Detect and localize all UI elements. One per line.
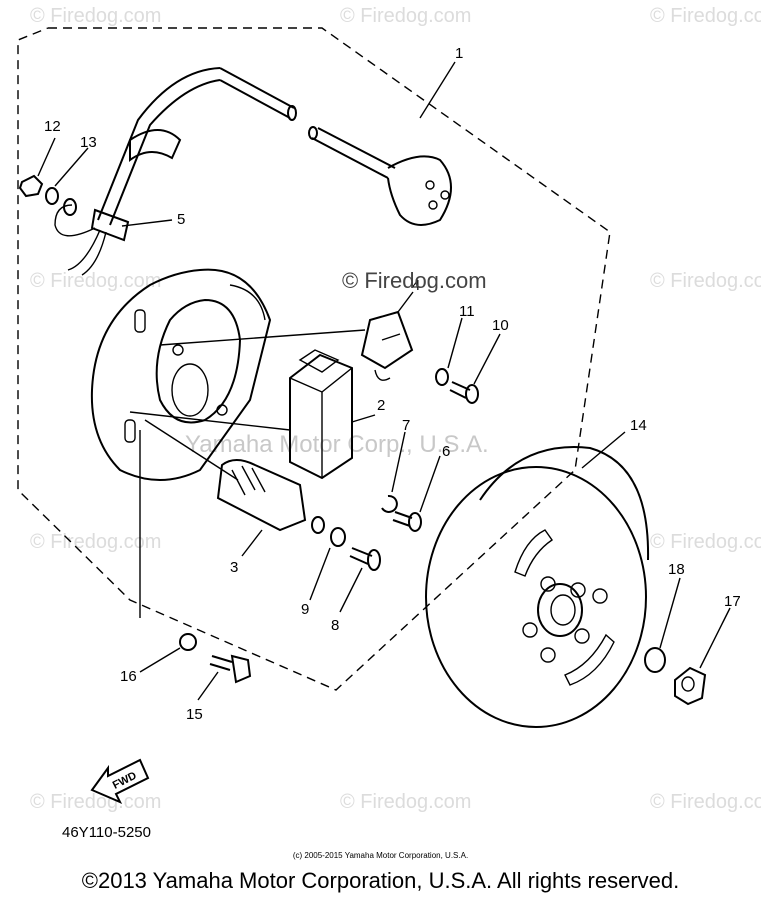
watermark-text: © Firedog.com [30, 5, 161, 27]
watermark-text: © Firedog.com [30, 791, 161, 813]
part-label-8: 8 [331, 617, 339, 634]
part-10-screw [449, 381, 479, 404]
part-3-source-coil [216, 459, 325, 534]
watermark-text: © Firedog.com [650, 5, 761, 27]
part-number-labels: 1 2 3 4 5 6 7 8 9 10 11 12 13 14 15 16 1… [44, 45, 741, 723]
part-16-washer [179, 633, 197, 651]
stator-base-plate [90, 268, 272, 481]
part-15-bolt [209, 654, 252, 684]
watermark-layer: © Firedog.com © Firedog.com © Firedog.co… [30, 5, 761, 813]
part-17-nut [674, 666, 707, 706]
part-label-18: 18 [668, 561, 685, 578]
drawing-code: 46Y110-5250 [62, 824, 151, 841]
part-label-16: 16 [120, 668, 137, 685]
assembly-guide-lines [129, 329, 366, 618]
wire-eyelet [63, 198, 77, 216]
part-label-10: 10 [492, 317, 509, 334]
part-label-13: 13 [80, 134, 97, 151]
part-7-circlip [381, 494, 398, 513]
part-2-cdi-unit [289, 349, 353, 480]
part-label-9: 9 [301, 601, 309, 618]
main-copyright: ©2013 Yamaha Motor Corporation, U.S.A. A… [81, 868, 680, 893]
part-label-4: 4 [412, 277, 420, 294]
part-11-washer [435, 368, 449, 386]
part-label-15: 15 [186, 706, 203, 723]
watermark-center-site-text: © Firedog.com [342, 268, 487, 293]
watermark-center-text: Yamaha Motor Corp., U.S.A. [185, 431, 489, 458]
part-12-bolt [18, 174, 44, 198]
part-label-2: 2 [377, 397, 385, 414]
watermark-text: © Firedog.com [30, 531, 161, 553]
part-13-washer [45, 187, 59, 205]
part-label-5: 5 [177, 211, 185, 228]
watermark-text: © Firedog.com [340, 5, 471, 27]
part-label-14: 14 [630, 417, 647, 434]
watermark-text: © Firedog.com [650, 270, 761, 292]
part-9-washer [330, 527, 346, 547]
part-label-1: 1 [455, 45, 463, 62]
part-label-11: 11 [459, 303, 475, 320]
leader-lines [37, 61, 731, 701]
part-4-pickup-coil [360, 310, 414, 381]
assembly-boundary [17, 27, 611, 691]
part-label-12: 12 [44, 118, 61, 135]
part-1-wire-harness [97, 67, 452, 226]
part-8-screw [349, 547, 381, 571]
small-copyright: (c) 2005-2015 Yamaha Motor Corporation, … [292, 851, 469, 860]
watermark-text: © Firedog.com [340, 791, 471, 813]
watermark-text: © Firedog.com [650, 531, 761, 553]
part-18-washer [644, 647, 666, 673]
part-label-3: 3 [230, 559, 238, 576]
fwd-arrow-icon: FWD [90, 758, 150, 804]
part-label-7: 7 [402, 417, 410, 434]
watermark-text: © Firedog.com [650, 791, 761, 813]
part-14-flywheel [425, 446, 650, 728]
part-label-6: 6 [442, 443, 450, 460]
watermark-text: © Firedog.com [30, 270, 161, 292]
part-5-clamp [54, 204, 130, 276]
part-6-screw [392, 511, 422, 532]
part-label-17: 17 [724, 593, 741, 610]
